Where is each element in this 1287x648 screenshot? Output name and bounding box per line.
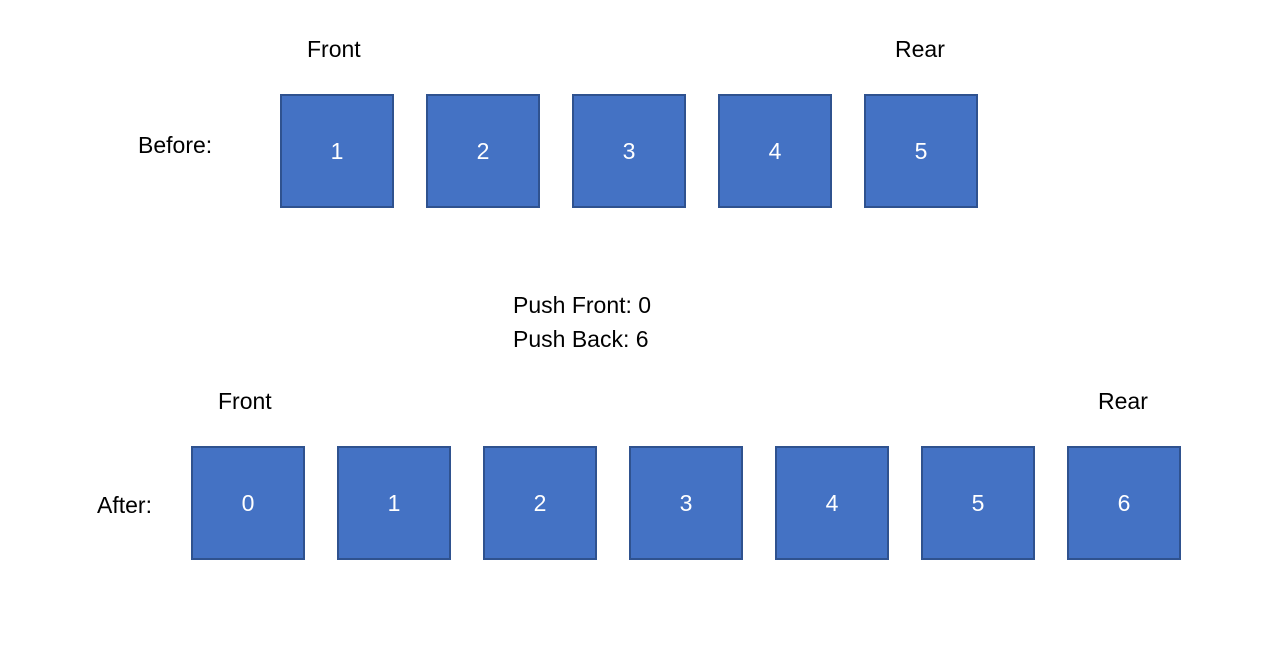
before-rear-label: Rear (895, 36, 945, 62)
after-cell: 5 (921, 446, 1035, 560)
after-front-label: Front (218, 388, 272, 414)
operations-text: Push Front: 0 Push Back: 6 (513, 288, 651, 356)
before-cell: 2 (426, 94, 540, 208)
after-rear-label: Rear (1098, 388, 1148, 414)
after-row-label: After: (97, 492, 152, 518)
after-cell: 3 (629, 446, 743, 560)
before-cell: 1 (280, 94, 394, 208)
before-row-label: Before: (138, 132, 213, 158)
after-cell: 1 (337, 446, 451, 560)
before-front-label: Front (307, 36, 361, 62)
after-cell: 4 (775, 446, 889, 560)
operation-push-back: Push Back: 6 (513, 326, 649, 352)
before-cell: 3 (572, 94, 686, 208)
after-cell: 6 (1067, 446, 1181, 560)
after-cell: 0 (191, 446, 305, 560)
after-cell: 2 (483, 446, 597, 560)
operation-push-front: Push Front: 0 (513, 292, 652, 318)
before-cell: 4 (718, 94, 832, 208)
before-cell: 5 (864, 94, 978, 208)
